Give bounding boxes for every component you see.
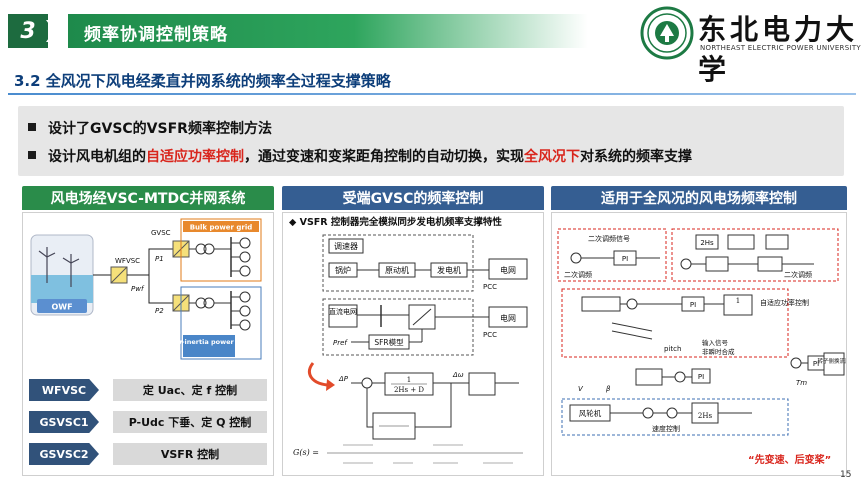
subtitle-divider <box>8 93 856 95</box>
pcc-label-top: PCC <box>483 283 497 291</box>
slide-subtitle: 3.2 全风况下风电经柔直并网系统的频率全过程支撑策略 <box>14 72 391 90</box>
pitch-label: pitch <box>664 345 681 353</box>
delta-p-label: ΔP <box>338 375 349 383</box>
bulk-grid-label: Bulk power grid <box>190 224 253 232</box>
panel1-body: OWF WFVSC Pwf P1 P2 GVSC Bulk power grid… <box>22 212 274 476</box>
mtdc-system-diagram: OWF WFVSC Pwf P1 P2 GVSC Bulk power grid… <box>30 218 262 360</box>
pwf-label: Pwf <box>131 285 145 293</box>
input-signal-label: 输入信号 <box>702 338 729 347</box>
pcc-label-bottom: PCC <box>483 331 497 339</box>
bullet-2: 设计风电机组的自适应功率控制，通过变速和变桨距角控制的自动切换，实现全风况下对系… <box>28 146 692 166</box>
adaptive-label: 自适应功率控制 <box>760 298 809 307</box>
bullet-2-text-a: 设计风电机组的 <box>48 149 146 165</box>
row-value: 定 Uac、定 f 控制 <box>113 379 267 401</box>
twoh-block-bottom: 2Hs <box>698 412 713 420</box>
page-number: 15 <box>840 470 852 480</box>
wind-turbine-icon <box>38 247 80 287</box>
wfvsc-label: WFVSC <box>115 257 140 265</box>
chevron-arrows-icon <box>46 20 67 42</box>
speed-control-label: 速度控制 <box>652 424 680 433</box>
inertia-num: 1 <box>407 376 411 384</box>
row-value: VSFR 控制 <box>113 443 267 465</box>
twoh-block-top: 2Hs <box>700 239 714 247</box>
panel2-body: ◆ VSFR 控制器完全模拟同步发电机频率支撑特性 调速器 锅炉 原动机 发电机… <box>282 212 544 476</box>
panel3-body: 二次调频信号 PI 二次调频 2Hs 二次调频 PI 1 自适应功率控制 p <box>551 212 847 476</box>
panel2-title: 受端GVSC的频率控制 <box>282 186 544 210</box>
bullet-box: 设计了GVSC的VSFR频率控制方法 设计风电机组的自适应功率控制，通过变速和变… <box>18 106 844 176</box>
university-name-en: NORTHEAST ELECTRIC POWER UNIVERSITY <box>700 44 861 52</box>
sec-reg-label-right: 二次调频 <box>784 270 812 279</box>
bullet-2-text-b: ，通过变速和变桨距角控制的自动切换，实现 <box>244 149 524 165</box>
bullet-2-highlight-a: 自适应功率控制 <box>146 149 244 165</box>
panel1-title: 风电场经VSC-MTDC并网系统 <box>22 186 274 210</box>
pi-block-1: PI <box>622 255 628 263</box>
prime-mover-block: 原动机 <box>385 265 409 275</box>
sfr-model-block: SFR模型 <box>374 337 404 347</box>
grid-block-top: 电网 <box>500 265 516 275</box>
table-row: WFVSC 定 Uac、定 f 控制 <box>29 379 267 401</box>
table-row: GSVSC1 P-Udc 下垂、定 Q 控制 <box>29 411 267 433</box>
turbine-block: 风轮机 <box>579 408 602 418</box>
generator-block: 发电机 <box>437 265 461 275</box>
table-row: GSVSC2 VSFR 控制 <box>29 443 267 465</box>
p2-label: P2 <box>155 307 164 315</box>
pref-label: Pref <box>333 339 348 347</box>
row-value: P-Udc 下垂、定 Q 控制 <box>113 411 267 433</box>
panel2-caption: ◆ VSFR 控制器完全模拟同步发电机频率支撑特性 <box>289 216 502 228</box>
bullet-2-highlight-b: 全风况下 <box>524 149 580 165</box>
p1-label: P1 <box>155 255 164 263</box>
wind-farm-control-diagram: 二次调频信号 PI 二次调频 2Hs 二次调频 PI 1 自适应功率控制 p <box>557 228 846 436</box>
university-name-cn: 东北电力大学 <box>698 13 859 86</box>
square-bullet-icon <box>28 151 36 159</box>
owf-label: OWF <box>51 303 72 312</box>
row-key: WFVSC <box>29 379 99 401</box>
governor-block: 调速器 <box>334 242 358 251</box>
low-inertia-label: Low-inertia power grid <box>167 338 251 346</box>
one-over-block: 1 <box>736 297 740 305</box>
vsfr-control-diagram: ◆ VSFR 控制器完全模拟同步发电机频率支撑特性 调速器 锅炉 原动机 发电机… <box>289 216 528 464</box>
converter-block: 转子侧换流器 <box>817 357 846 365</box>
section-number-badge: 3 <box>8 14 48 48</box>
pi-block-4: PI <box>698 373 704 381</box>
grid-block-bottom: 电网 <box>500 313 516 323</box>
row-key: GSVSC2 <box>29 443 99 465</box>
bullet-1: 设计了GVSC的VSFR频率控制方法 <box>28 118 272 138</box>
dc-grid-block: 直流电网 <box>329 307 357 316</box>
bullet-1-text: 设计了GVSC的VSFR频率控制方法 <box>48 121 272 137</box>
square-bullet-icon <box>28 123 36 131</box>
pi-block-2: PI <box>690 301 696 309</box>
boiler-block: 锅炉 <box>335 265 351 275</box>
gvsc-label: GVSC <box>151 229 171 237</box>
university-logo-icon <box>640 6 694 60</box>
panel3-caption: “先变速、后变桨” <box>748 455 832 466</box>
inertia-den: 2Hs + D <box>394 386 424 394</box>
sec-signal-label: 二次调频信号 <box>588 234 630 243</box>
tm-label: Tm <box>796 379 807 387</box>
sec-reg-label-left: 二次调频 <box>564 270 592 279</box>
beta-label: β <box>606 385 611 393</box>
pi-block-3: PI <box>813 360 819 368</box>
gs-formula-label: G(s) = <box>293 448 319 457</box>
delta-omega-label: Δω <box>452 371 464 379</box>
section-title: 频率协调控制策略 <box>84 25 228 45</box>
row-key: GSVSC1 <box>29 411 99 433</box>
panel3-title: 适用于全风况的风电场频率控制 <box>551 186 847 210</box>
section-title-bar <box>68 14 588 48</box>
delay-label: 非瞬时合成 <box>702 347 735 356</box>
v-label: V <box>578 385 584 393</box>
bullet-2-text-c: 对系统的频率支撑 <box>580 149 692 165</box>
